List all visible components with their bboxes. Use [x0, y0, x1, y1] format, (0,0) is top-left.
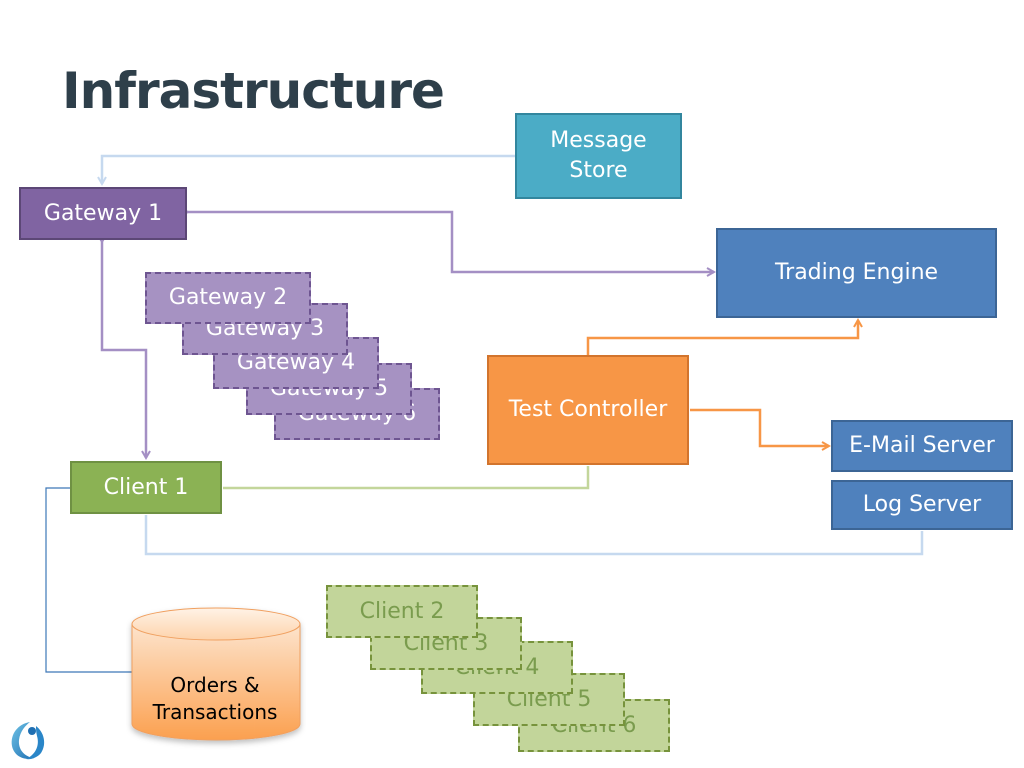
slide-title: Infrastructure [62, 62, 445, 120]
connector-controller-engine [586, 320, 858, 355]
connector-store-gateway [102, 154, 516, 184]
gateway-1-label: Gateway 1 [43, 200, 163, 226]
trading-engine-node[interactable]: Trading Engine [716, 228, 997, 318]
message-store-node[interactable]: Message Store [515, 113, 682, 199]
gateway-2-node[interactable]: Gateway 2 [145, 272, 311, 324]
brand-logo-icon [11, 722, 45, 760]
connector-gateway-engine [188, 212, 714, 272]
gateway-1-node[interactable]: Gateway 1 [19, 187, 187, 240]
client-2-node[interactable]: Client 2 [326, 585, 478, 638]
client-1-node[interactable]: Client 1 [70, 461, 222, 514]
connector-client-log [144, 515, 924, 556]
connector-gateway-client [102, 242, 146, 458]
log-server-label: Log Server [862, 492, 982, 517]
email-server-node[interactable]: E-Mail Server [831, 420, 1013, 472]
test-controller-label: Test Controller [508, 397, 668, 422]
message-store-label: Message Store [550, 128, 647, 183]
connector-controller-email [690, 408, 829, 446]
database-label: Orders & Transactions [152, 673, 278, 724]
client-2-label: Client 2 [359, 598, 445, 624]
log-server-node[interactable]: Log Server [831, 480, 1013, 530]
connector-client-database [45, 487, 132, 673]
test-controller-node[interactable]: Test Controller [487, 355, 689, 465]
client-1-label: Client 1 [103, 474, 189, 500]
connector-client-controller [223, 466, 590, 490]
orders-database-cylinder[interactable] [126, 600, 306, 750]
gateway-2-label: Gateway 2 [168, 285, 288, 310]
trading-engine-label: Trading Engine [774, 260, 939, 285]
email-server-label: E-Mail Server [849, 433, 995, 458]
